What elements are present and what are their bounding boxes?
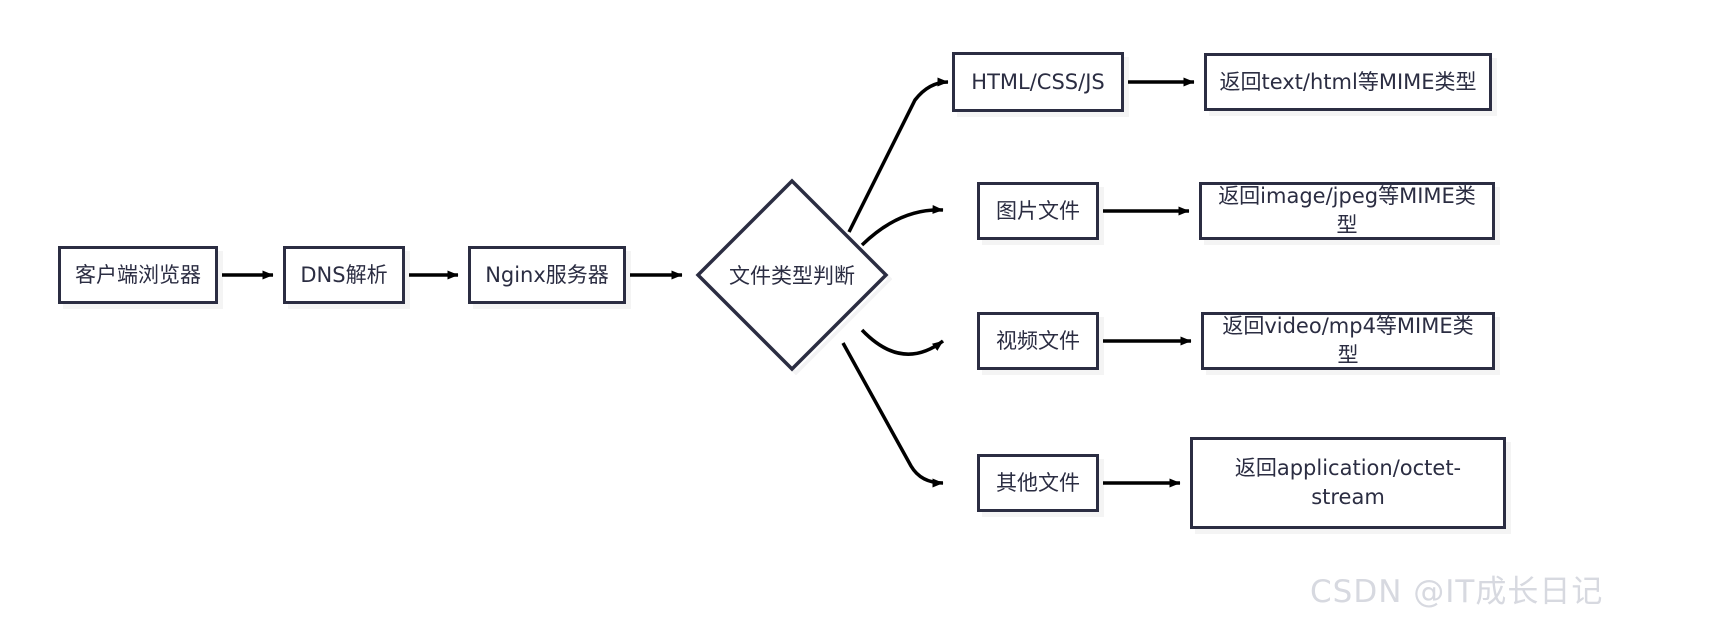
- node-dns-resolution[interactable]: DNS解析: [283, 246, 405, 304]
- node-other-file[interactable]: 其他文件: [977, 454, 1099, 512]
- node-label: 图片文件: [996, 198, 1080, 223]
- node-label: 返回text/html等MIME类型: [1219, 69, 1477, 94]
- node-client-browser[interactable]: 客户端浏览器: [58, 246, 218, 304]
- node-html-css-js[interactable]: HTML/CSS/JS: [952, 52, 1124, 112]
- node-label: 文件类型判断: [729, 264, 855, 288]
- node-label: Nginx服务器: [485, 262, 609, 287]
- node-label: DNS解析: [300, 262, 388, 287]
- node-label: 返回video/mp4等MIME类型: [1222, 314, 1474, 367]
- node-label: 其他文件: [996, 470, 1080, 495]
- node-video-file[interactable]: 视频文件: [977, 312, 1099, 370]
- node-mime-video-mp4[interactable]: 返回video/mp4等MIME类型: [1201, 312, 1495, 370]
- node-mime-octet-stream[interactable]: 返回application/octet- stream: [1190, 437, 1506, 529]
- node-label: 视频文件: [996, 328, 1080, 353]
- node-image-file[interactable]: 图片文件: [977, 182, 1099, 240]
- node-mime-text-html[interactable]: 返回text/html等MIME类型: [1204, 53, 1492, 111]
- node-label: HTML/CSS/JS: [971, 69, 1105, 94]
- node-nginx-server[interactable]: Nginx服务器: [468, 246, 626, 304]
- node-mime-image-jpeg[interactable]: 返回image/jpeg等MIME类型: [1199, 182, 1495, 240]
- csdn-watermark: CSDN @IT成长日记: [1310, 574, 1604, 610]
- node-file-type-decision[interactable]: 文件类型判断: [692, 175, 892, 375]
- node-label: 返回image/jpeg等MIME类型: [1218, 184, 1476, 237]
- node-label: 返回application/octet- stream: [1234, 456, 1462, 509]
- node-label: 客户端浏览器: [75, 262, 201, 287]
- diamond-shape: [695, 178, 892, 375]
